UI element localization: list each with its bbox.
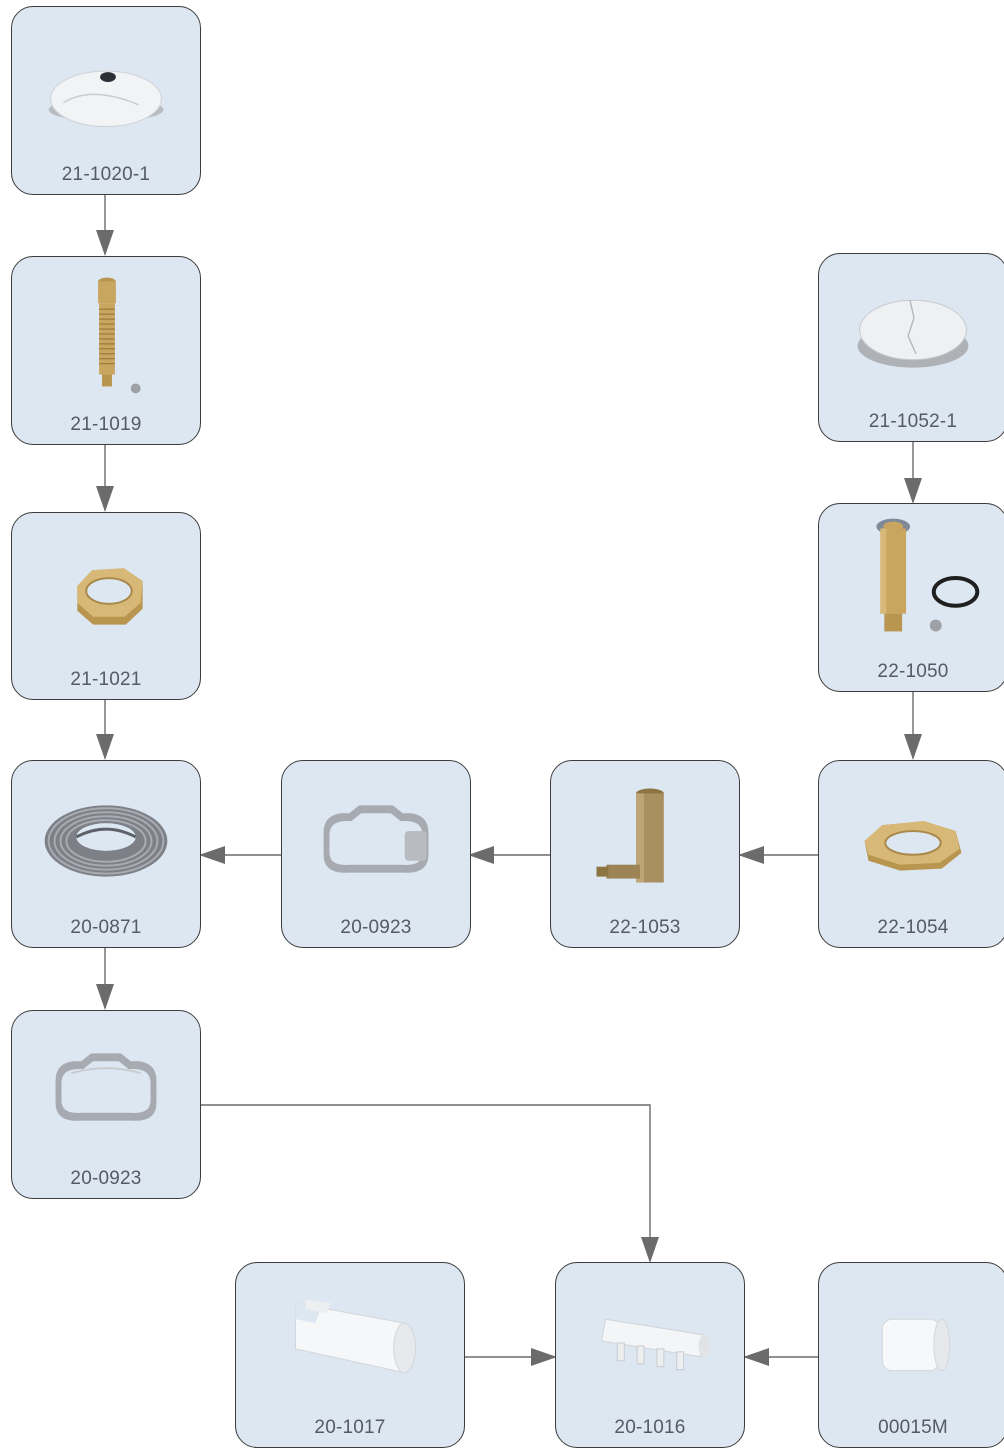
tubing-coil-icon	[44, 805, 168, 877]
part-number-label: 21-1052-1	[868, 411, 958, 432]
part-number-label: 22-1054	[877, 917, 949, 938]
part-number-label: 20-0923	[340, 917, 412, 938]
part-node[interactable]: 20-1016	[555, 1262, 745, 1448]
part-node[interactable]: 21-1021	[11, 512, 201, 700]
part-number-label: 20-0923	[70, 1168, 142, 1189]
part-number-label: 00015M	[878, 1417, 948, 1438]
hose-clamp-icon	[55, 1053, 157, 1121]
elbow-fitting-icon	[596, 788, 664, 883]
threaded-body-icon	[876, 518, 980, 632]
hex-nut-icon	[77, 568, 143, 625]
pipe-adapter-icon	[294, 1299, 416, 1374]
part-number-label: 20-1016	[614, 1417, 686, 1438]
hex-nut-icon	[864, 821, 962, 871]
end-cap-icon	[881, 1318, 951, 1372]
part-node[interactable]: 22-1053	[550, 760, 740, 948]
hose-clamp-icon	[323, 805, 429, 873]
cover-plate-icon	[857, 299, 969, 368]
part-node[interactable]: 20-0871	[11, 760, 201, 948]
part-node[interactable]: 20-1017	[235, 1262, 465, 1448]
part-node[interactable]: 21-1019	[11, 256, 201, 445]
part-node[interactable]: 21-1020-1	[11, 6, 201, 195]
cover-plate-icon	[48, 70, 164, 128]
part-number-label: 21-1020-1	[61, 164, 151, 185]
part-node[interactable]: 00015M	[818, 1262, 1004, 1448]
part-node[interactable]: 21-1052-1	[818, 253, 1004, 442]
part-number-label: 21-1021	[70, 669, 142, 690]
part-number-label: 22-1050	[877, 661, 949, 682]
part-number-label: 20-0871	[70, 917, 142, 938]
part-number-label: 21-1019	[70, 414, 142, 435]
manifold-icon	[600, 1318, 711, 1371]
part-number-label: 20-1017	[314, 1417, 386, 1438]
connector-arrow	[201, 1104, 659, 1263]
part-number-label: 22-1053	[609, 917, 681, 938]
part-node[interactable]: 20-0923	[281, 760, 471, 948]
part-node[interactable]: 22-1054	[818, 760, 1004, 948]
threaded-stem-icon	[98, 277, 141, 394]
part-node[interactable]: 22-1050	[818, 503, 1004, 692]
part-node[interactable]: 20-0923	[11, 1010, 201, 1199]
